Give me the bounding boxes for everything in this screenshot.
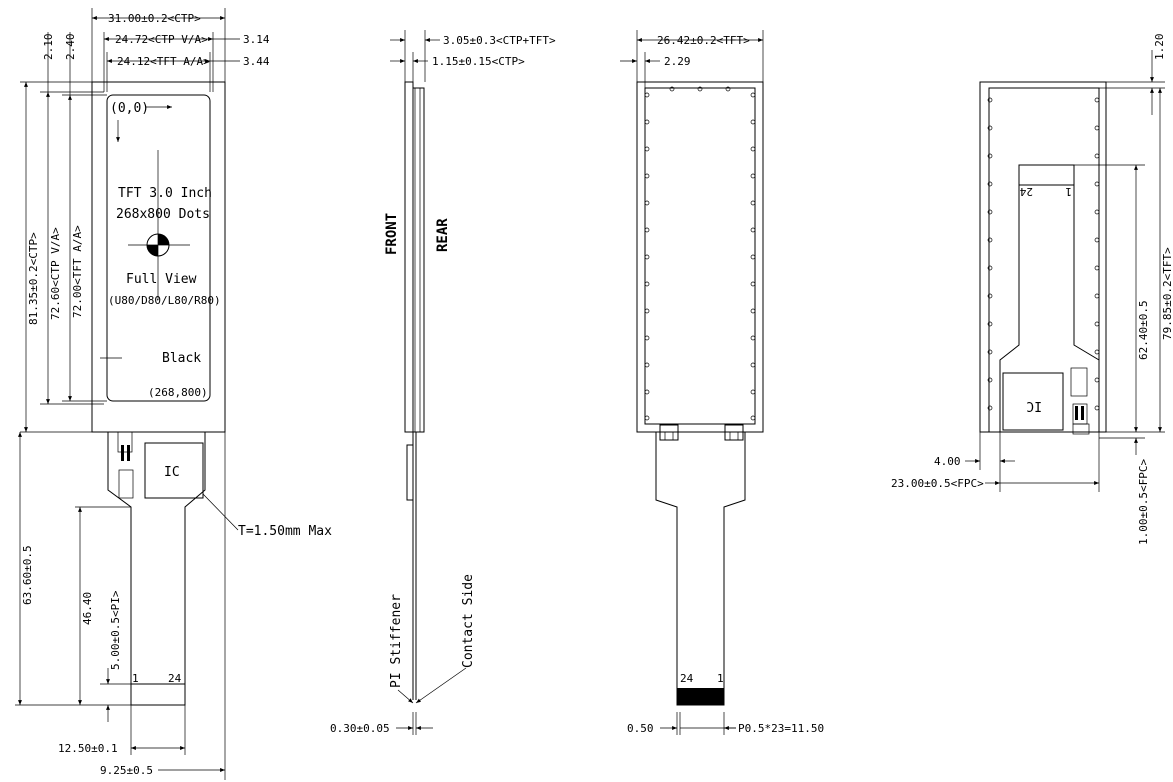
thickness-label: T=1.50mm Max xyxy=(238,524,332,539)
screen-corner: (268,800) xyxy=(148,386,208,399)
dim-1-20: 1.20 xyxy=(1153,34,1166,61)
dim-tft-width: 26.42±0.2<TFT> xyxy=(657,34,750,47)
dim-pitch: 0.50 xyxy=(627,722,654,735)
dim-total-thickness: 3.05±0.3<CTP+TFT> xyxy=(443,34,556,47)
dim-79-85: 79.85±0.2<TFT> xyxy=(1161,247,1173,340)
dim-fpc-thickness: 0.30±0.05 xyxy=(330,722,390,735)
contact-side-label: Contact Side xyxy=(461,574,476,668)
dim-height-ctp-va: 72.60<CTP V/A> xyxy=(49,227,62,320)
back-pin-1-label: 1 xyxy=(717,672,724,685)
rear-label: REAR xyxy=(435,218,451,252)
dim-1-00-fpc: 1.00±0.5<FPC> xyxy=(1137,459,1150,545)
dim-9-25: 9.25±0.5 xyxy=(100,764,153,777)
dim-3-14: 3.14 xyxy=(243,33,270,46)
rear-screw-holes xyxy=(987,97,1100,411)
dim-12-50: 12.50±0.1 xyxy=(58,742,118,755)
pi-stiffener-label: PI Stiffener xyxy=(389,594,404,688)
screen-size: TFT 3.0 Inch xyxy=(118,186,212,201)
rear-pin-1-label: 1 xyxy=(1065,185,1072,198)
rear-ic-label: IC xyxy=(1026,398,1042,413)
dim-ctp-width: 31.00±0.2<CTP> xyxy=(108,12,201,25)
dim-height-tft-aa: 72.00<TFT A/A> xyxy=(71,225,84,318)
screen-resolution: 268x800 Dots xyxy=(116,207,210,222)
back-view: 26.42±0.2<TFT> 2.29 xyxy=(620,30,824,735)
ic-label: IC xyxy=(164,465,180,480)
back-screw-holes xyxy=(644,86,756,421)
pin-1-label: 1 xyxy=(132,672,139,685)
dim-pi-5-00: 5.00±0.5<PI> xyxy=(109,590,122,670)
back-pin-24-label: 24 xyxy=(680,672,694,685)
dim-4-00: 4.00 xyxy=(934,455,961,468)
dim-pitch-total: P0.5*23=11.50 xyxy=(738,722,824,735)
rear-view: 24 1 IC 1.20 62.40±0.5 79.85±0.2<TFT> 1.… xyxy=(891,34,1173,546)
dim-63-60: 63.60±0.5 xyxy=(21,545,34,605)
dim-ctp-va: 24.72<CTP V/A> xyxy=(115,33,208,46)
dim-3-44: 3.44 xyxy=(243,55,270,68)
pin-24-label: 24 xyxy=(168,672,182,685)
side-view: 3.05±0.3<CTP+TFT> 1.15±0.15<CTP> FRONT R… xyxy=(330,30,556,735)
dim-2-10: 2.10 xyxy=(42,34,55,61)
dim-62-40: 62.40±0.5 xyxy=(1137,300,1150,360)
screen-view: Full View xyxy=(126,272,197,287)
rear-pin-24-label: 24 xyxy=(1019,185,1033,198)
dim-2-40: 2.40 xyxy=(64,34,77,61)
dim-tft-aa: 24.12<TFT A/A> xyxy=(117,55,210,68)
dim-23-00: 23.00±0.5<FPC> xyxy=(891,477,984,490)
dim-2-29: 2.29 xyxy=(664,55,691,68)
dim-ctp-thickness: 1.15±0.15<CTP> xyxy=(432,55,525,68)
front-label: FRONT xyxy=(384,213,400,255)
screen-color: Black xyxy=(162,351,201,366)
front-view: 31.00±0.2<CTP> 24.72<CTP V/A> 3.14 24.12… xyxy=(15,8,332,780)
dim-46-40: 46.40 xyxy=(81,592,94,625)
origin-label: (0,0) xyxy=(110,101,149,116)
center-mark-icon xyxy=(128,150,190,300)
dim-height-ctp: 81.35±0.2<CTP> xyxy=(27,232,40,325)
screen-angles: (U80/D80/L80/R80) xyxy=(108,294,221,307)
